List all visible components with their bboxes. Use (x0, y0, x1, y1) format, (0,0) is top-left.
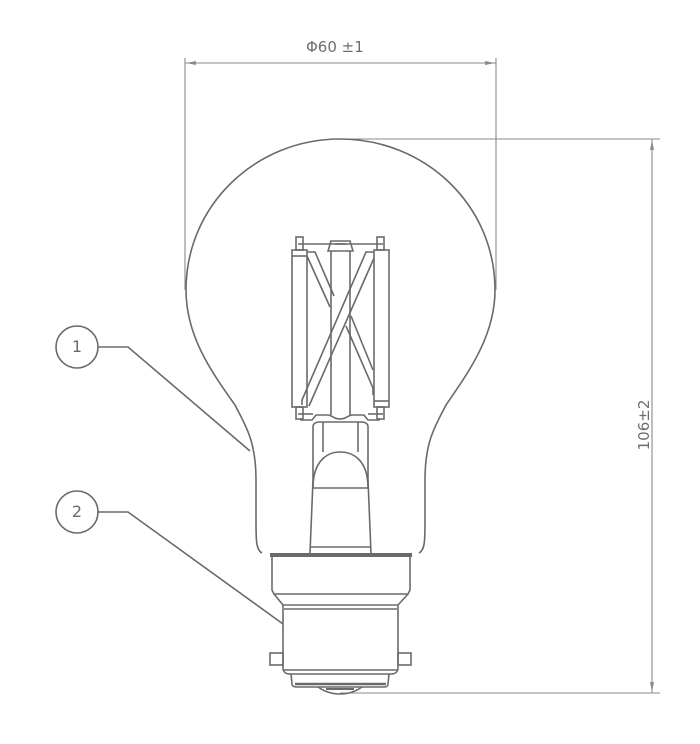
callout-1-leader (98, 346, 251, 452)
callout-2 (55, 490, 284, 625)
arrow-down-icon (650, 682, 654, 692)
filaments (291, 236, 390, 420)
stem (300, 240, 380, 554)
bayonet-cap (269, 557, 412, 695)
bayonet-pin-left (269, 652, 284, 666)
height-dimension (340, 138, 660, 694)
arrow-left-icon (186, 61, 196, 65)
base-contact (317, 686, 363, 695)
callout-1 (55, 325, 251, 452)
callout-2-number: 2 (71, 502, 83, 521)
glass-envelope (185, 138, 496, 554)
bayonet-pin-right (397, 652, 412, 666)
callout-2-leader (98, 511, 284, 625)
height-label: 106±2 (635, 399, 653, 451)
arrow-right-icon (485, 61, 495, 65)
diameter-label: Φ60 ±1 (306, 38, 364, 56)
callout-1-number: 1 (71, 337, 83, 356)
diameter-dimension (184, 58, 497, 290)
neck-band (270, 553, 412, 557)
arrow-up-icon (650, 140, 654, 150)
